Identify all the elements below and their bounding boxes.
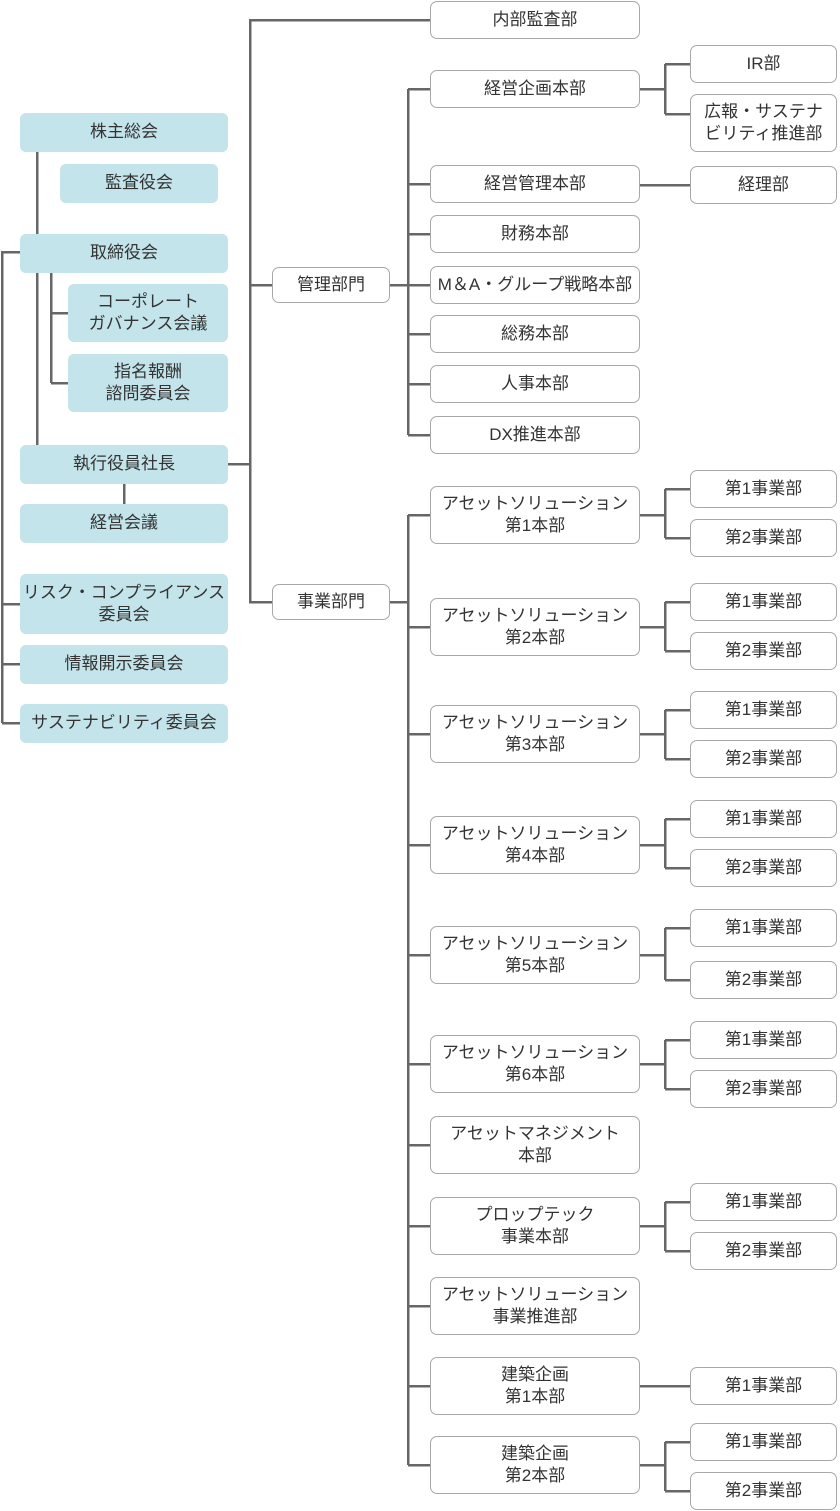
org-box-arch2-div1: 第1事業部 [690,1423,837,1461]
org-box-as3-div1: 第1事業部 [690,691,837,729]
line-as2-children [640,600,690,653]
org-box-as1-div2: 第2事業部 [690,519,837,557]
org-box-architecture-planning-hq1: 建築企画 第1本部 [430,1357,640,1415]
org-box-corporate-governance-meeting: コーポレート ガバナンス会議 [68,284,228,342]
org-box-proptech-hq: プロップテック 事業本部 [430,1197,640,1255]
org-box-shareholders-meeting: 株主総会 [20,113,228,152]
org-box-asset-solution-hq5: アセットソリューション 第5本部 [430,926,640,984]
org-box-sustainability-committee: サステナビリティ委員会 [20,704,228,743]
org-box-management-meeting: 経営会議 [20,504,228,543]
org-box-business-division: 事業部門 [272,584,390,620]
org-box-as5-div2: 第2事業部 [690,961,837,999]
org-box-asset-solution-hq4: アセットソリューション 第4本部 [430,816,640,874]
org-box-proptech-div2: 第2事業部 [690,1232,837,1270]
org-box-asset-management-hq: アセットマネジメント 本部 [430,1116,640,1174]
line-as6-children [640,1038,690,1091]
org-box-risk-compliance-committee: リスク・コンプライアンス 委員会 [20,574,228,634]
line-president-divisions [228,18,430,604]
org-box-dx-promotion-hq: DX推進本部 [430,416,640,454]
org-box-ir-dept: IR部 [690,45,837,83]
org-box-president: 執行役員社長 [20,445,228,484]
org-box-ma-group-strategy-hq: M＆A・グループ戦略本部 [430,266,640,304]
org-box-internal-audit: 内部監査部 [430,1,640,39]
org-box-asset-solution-hq6: アセットソリューション 第6本部 [430,1035,640,1093]
org-box-audit-board: 監査役会 [60,164,218,203]
org-box-general-affairs-hq: 総務本部 [430,315,640,353]
org-box-as5-div1: 第1事業部 [690,909,837,947]
org-box-architecture-planning-hq2: 建築企画 第2本部 [430,1436,640,1494]
org-box-as3-div2: 第2事業部 [690,740,837,778]
org-box-arch1-div1: 第1事業部 [690,1367,837,1405]
line-kenchiku2-children [640,1440,690,1493]
org-box-accounting-dept: 経理部 [690,166,837,204]
org-box-as2-div2: 第2事業部 [690,632,837,670]
org-box-finance-hq: 財務本部 [430,215,640,253]
org-box-asset-solution-hq1: アセットソリューション 第1本部 [430,486,640,544]
org-box-disclosure-committee: 情報開示委員会 [20,645,228,684]
org-box-asset-solution-hq2: アセットソリューション 第2本部 [430,598,640,656]
line-as5-children [640,926,690,982]
line-as3-children [640,708,690,761]
line-as1-children [640,487,690,540]
org-box-board-of-directors: 取締役会 [20,234,228,273]
line-business-trunk [390,513,430,1467]
org-box-as1-div1: 第1事業部 [690,470,837,508]
org-box-nomination-compensation-committee: 指名報酬 諮問委員会 [68,354,228,412]
org-box-as2-div1: 第1事業部 [690,583,837,621]
org-box-pr-sustainability-dept: 広報・サステナ ビリティ推進部 [690,94,837,152]
line-admin-trunk [390,87,430,437]
org-box-as4-div1: 第1事業部 [690,800,837,838]
org-box-as6-div1: 第1事業部 [690,1021,837,1059]
org-box-as6-div2: 第2事業部 [690,1070,837,1108]
org-box-corporate-planning-hq: 経営企画本部 [430,70,640,108]
line-board-committees [0,250,20,725]
org-box-proptech-div1: 第1事業部 [690,1183,837,1221]
org-box-arch2-div2: 第2事業部 [690,1472,837,1510]
org-box-asset-solution-hq3: アセットソリューション 第3本部 [430,705,640,763]
org-box-as4-div2: 第2事業部 [690,849,837,887]
org-box-hr-hq: 人事本部 [430,365,640,403]
org-box-corporate-management-hq: 経営管理本部 [430,165,640,203]
line-corp-planning-children [640,62,690,116]
line-as4-children [640,817,690,870]
line-board-subcommittees [49,270,68,385]
org-box-asset-solution-promotion-dept: アセットソリューション 事業推進部 [430,1277,640,1335]
org-box-admin-division: 管理部門 [272,267,390,303]
line-proptech-children [640,1200,690,1253]
